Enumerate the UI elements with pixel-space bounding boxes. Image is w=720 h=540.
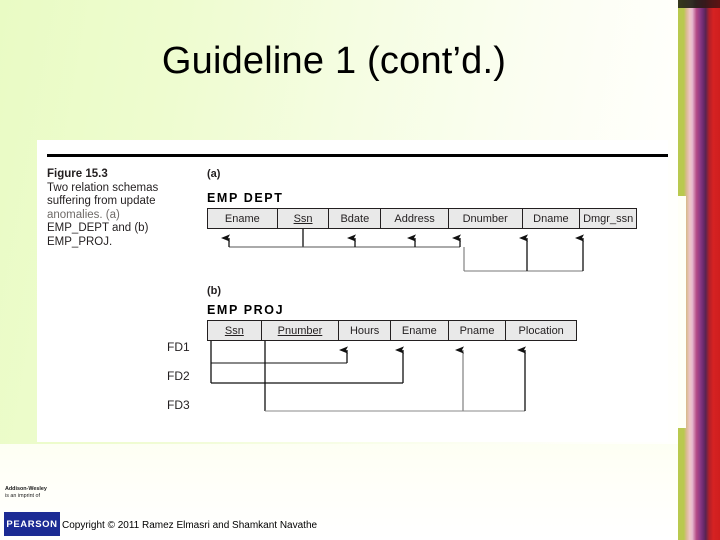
figure-caption-line-1: Two relation schemas — [47, 181, 159, 194]
decorative-strip-top-shadow — [678, 0, 720, 8]
relation-name-emp-proj: EMP PROJ — [207, 303, 285, 317]
relation-schema-emp-dept: Ename Ssn Bdate Address Dnumber Dname Dm… — [207, 208, 637, 229]
attribute-label: Pname — [459, 324, 495, 337]
attribute-cell: Hours — [339, 321, 391, 340]
figure-caption-line-5: EMP_PROJ. — [47, 235, 113, 248]
subfigure-b-label: (b) — [207, 285, 222, 297]
fd-diagram-emp-proj — [210, 341, 526, 412]
figure-caption-line-2: suffering from update — [47, 195, 156, 208]
imprint-line-1: Addison-Wesley — [5, 486, 47, 493]
fd-label-fd2: FD2 — [167, 369, 190, 383]
fd-diagram-emp-dept — [221, 229, 584, 272]
attribute-label: Bdate — [340, 212, 370, 225]
attribute-cell: Pnumber — [262, 321, 340, 340]
attribute-cell: Ename — [208, 209, 278, 228]
copyright-text: Copyright © 2011 Ramez Elmasri and Shamk… — [62, 520, 318, 531]
imprint-line-2: is an imprint of — [5, 492, 41, 499]
page-title: Guideline 1 (cont’d.) — [161, 40, 507, 82]
relation-name-emp-dept: EMP DEPT — [207, 191, 284, 205]
figure-panel: Figure 15.3 Two relation schemas sufferi… — [37, 140, 668, 442]
attribute-cell: Ssn — [208, 321, 262, 340]
attribute-label: Hours — [349, 324, 380, 337]
attribute-label: Dmgr_ssn — [583, 212, 634, 225]
attribute-label: Ename — [224, 212, 260, 225]
fd-label-fd1: FD1 — [167, 340, 190, 354]
figure-caption-title: Figure 15.3 — [47, 168, 108, 180]
attribute-label: Ssn — [293, 212, 313, 225]
attribute-cell: Dmgr_ssn — [580, 209, 636, 228]
subfigure-a-label: (a) — [207, 168, 221, 180]
imprint-text: Addison-Wesley is an imprint of — [5, 486, 75, 499]
attribute-label: Ssn — [224, 324, 244, 337]
decorative-strip-notch — [678, 196, 686, 428]
pearson-logo: PEARSON — [4, 512, 60, 536]
attribute-cell: Bdate — [329, 209, 382, 228]
relation-schema-emp-proj: Ssn Pnumber Hours Ename Pname Plocation — [207, 320, 577, 341]
fd-label-fd3: FD3 — [167, 398, 190, 412]
attribute-cell: Ename — [391, 321, 449, 340]
attribute-cell: Dname — [523, 209, 581, 228]
pearson-logo-text: PEARSON — [6, 518, 58, 530]
attribute-label: Dnumber — [462, 212, 508, 225]
figure-caption-line-4: EMP_DEPT and (b) — [47, 222, 149, 235]
attribute-cell: Plocation — [506, 321, 576, 340]
attribute-cell: Pname — [449, 321, 507, 340]
attribute-label: Address — [394, 212, 435, 225]
attribute-cell: Ssn — [278, 209, 330, 228]
attribute-label: Plocation — [518, 324, 564, 337]
figure-top-rule — [47, 154, 668, 157]
figure-caption: Figure 15.3 Two relation schemas sufferi… — [47, 168, 207, 250]
attribute-cell: Dnumber — [449, 209, 523, 228]
attribute-label: Pnumber — [277, 324, 323, 337]
figure-caption-line-3: anomalies. (a) — [47, 208, 120, 221]
attribute-cell: Address — [381, 209, 449, 228]
attribute-label: Dname — [533, 212, 569, 225]
footer-band: Addison-Wesley is an imprint of PEARSON … — [0, 444, 678, 540]
attribute-label: Ename — [401, 324, 437, 337]
